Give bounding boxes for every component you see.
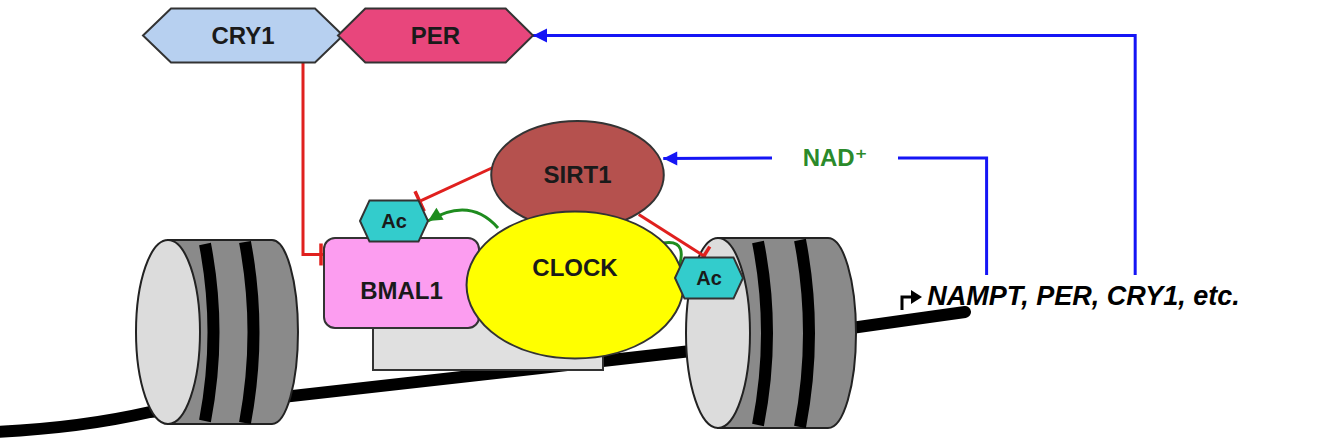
dna-wrap	[205, 244, 214, 421]
transcription-start-arrow	[902, 297, 912, 310]
arrowhead	[533, 29, 547, 43]
nucleosome-face	[136, 240, 200, 424]
transcription-arrowhead	[911, 290, 922, 304]
node-text: SIRT1	[543, 161, 611, 189]
acetyl-hexagon: Ac	[675, 257, 743, 299]
dna-wrap	[245, 242, 254, 423]
metabolite-label: NAD⁺	[772, 140, 898, 176]
connector-path	[898, 158, 987, 275]
node-text: BMAL1	[360, 277, 443, 305]
gene-list: NAMPT, PER, CRY1, etc.	[922, 275, 1245, 319]
inhibition-line	[303, 63, 323, 265]
nucleosome	[136, 240, 298, 424]
text-holder: CRY1	[211, 22, 274, 50]
node-text: CLOCK	[532, 254, 617, 282]
shape-fill	[143, 9, 343, 63]
protein-box: BMAL1	[323, 237, 480, 329]
dna-wrap	[800, 240, 809, 427]
protein-hexagon: CRY1	[143, 8, 343, 63]
node-text: NAD⁺	[803, 144, 868, 172]
protein-hexagon: PER	[338, 8, 533, 63]
shape-fill	[675, 257, 743, 298]
connector-path	[663, 157, 772, 161]
shape-fill	[467, 212, 684, 359]
text-holder: Ac	[381, 210, 407, 233]
connector-path	[303, 63, 323, 254]
node-text: CRY1	[211, 22, 274, 50]
node-text: Ac	[696, 267, 722, 290]
text-holder: NAD⁺	[803, 144, 868, 172]
dna-wrap	[758, 242, 767, 425]
text-holder: NAMPT, PER, CRY1, etc.	[927, 281, 1240, 312]
text-holder: PER	[411, 22, 460, 50]
text-holder: Ac	[696, 267, 722, 290]
shape-fill	[360, 200, 428, 241]
text-holder: CLOCK	[532, 254, 617, 282]
protein-ellipse: CLOCK	[465, 210, 685, 360]
acetyl-hexagon: Ac	[360, 200, 428, 242]
text-holder: BMAL1	[360, 277, 443, 305]
node-text: PER	[411, 22, 460, 50]
node-text: Ac	[381, 210, 407, 233]
text-holder: SIRT1	[543, 161, 611, 189]
activation-arrow	[663, 151, 772, 165]
node-text: NAMPT, PER, CRY1, etc.	[927, 281, 1240, 312]
nucleosome	[686, 238, 856, 428]
shape-fill	[338, 9, 533, 63]
arrowhead	[428, 208, 444, 221]
inhibition-line	[415, 164, 500, 211]
connector-path	[418, 164, 501, 202]
arrowhead	[663, 151, 677, 165]
acetylation-arrow	[428, 208, 498, 228]
ellipse-outline	[465, 210, 685, 360]
feedback-line	[898, 158, 987, 275]
